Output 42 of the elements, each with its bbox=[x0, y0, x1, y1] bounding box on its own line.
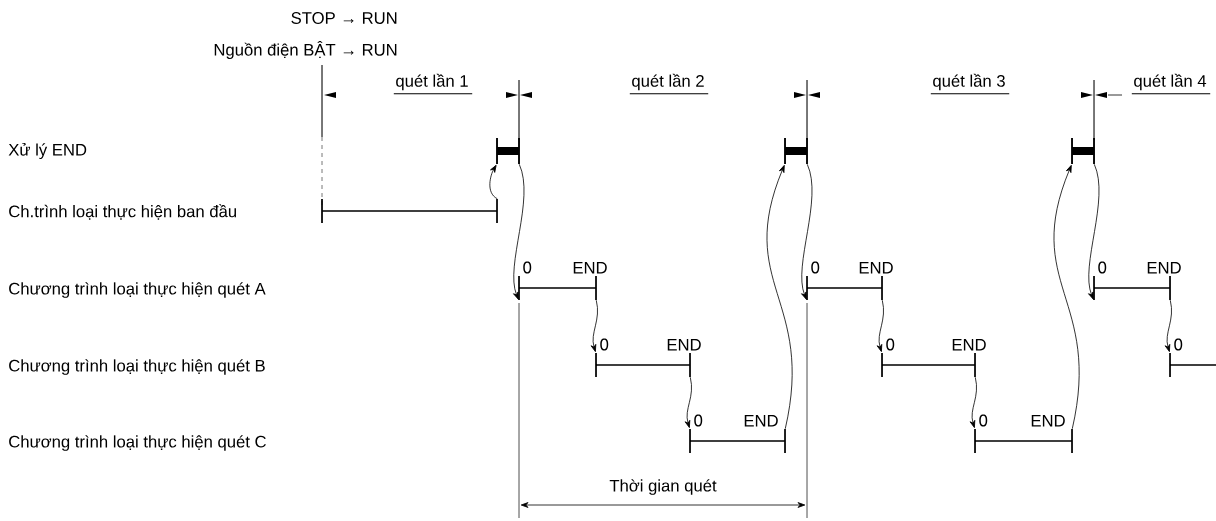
mode-label: Nguồn điện BẬT → RUN bbox=[214, 41, 397, 59]
step-label: 0 bbox=[1174, 338, 1183, 351]
mode-label: STOP → RUN bbox=[291, 12, 397, 24]
end-processing-bar bbox=[496, 137, 520, 165]
curved-arrow bbox=[969, 376, 977, 428]
step-label: 0 bbox=[979, 414, 988, 427]
curved-arrow bbox=[513, 163, 525, 300]
scan-label: quét lần 1 bbox=[393, 73, 473, 95]
row-label: Chương trình loại thực hiện quét B bbox=[9, 359, 265, 375]
row-label: Chương trình loại thực hiện quét A bbox=[9, 282, 266, 298]
curved-arrow bbox=[489, 164, 498, 200]
step-label: END bbox=[859, 261, 893, 274]
curved-arrow bbox=[684, 376, 692, 428]
step-label: 0 bbox=[600, 338, 609, 351]
step-label: END bbox=[573, 261, 607, 274]
curved-arrow bbox=[1053, 164, 1080, 430]
step-label: END bbox=[744, 414, 778, 427]
curved-arrow bbox=[1088, 163, 1100, 300]
step-label: 0 bbox=[886, 338, 895, 351]
step-label: END bbox=[952, 338, 986, 351]
end-processing-bar bbox=[784, 137, 808, 165]
curved-arrow bbox=[876, 299, 884, 352]
step-label: 0 bbox=[523, 261, 532, 274]
step-label: END bbox=[667, 338, 701, 351]
scan-label: quét lần 4 bbox=[1131, 73, 1211, 95]
step-label: END bbox=[1147, 261, 1181, 274]
row-label: Chương trình loại thực hiện quét C bbox=[9, 435, 266, 451]
curved-arrow bbox=[766, 164, 793, 430]
step-label: 0 bbox=[1098, 261, 1107, 274]
row-label: Ch.trình loại thực hiện ban đầu bbox=[9, 204, 236, 220]
step-label: 0 bbox=[811, 261, 820, 274]
program-segment bbox=[321, 198, 498, 224]
step-label: END bbox=[1031, 414, 1065, 427]
end-processing-bar bbox=[1071, 137, 1095, 165]
curved-arrow bbox=[590, 299, 598, 352]
row-label: Xử lý END bbox=[8, 143, 87, 159]
scan-label: quét lần 3 bbox=[930, 73, 1010, 95]
curved-arrow bbox=[801, 163, 813, 300]
scan-label: quét lần 2 bbox=[629, 73, 709, 95]
step-label: 0 bbox=[694, 414, 703, 427]
curved-arrow bbox=[1164, 299, 1172, 352]
scan-time-label: Thời gian quét bbox=[609, 479, 717, 495]
